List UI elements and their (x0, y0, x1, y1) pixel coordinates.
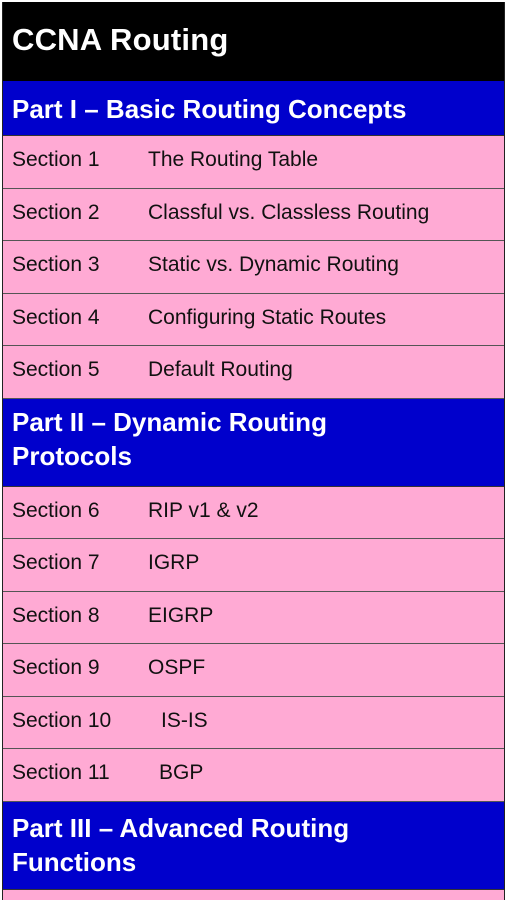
section-topic: IS-IS (161, 708, 208, 732)
page-title: CCNA Routing (3, 2, 504, 81)
section-number: Section 9 (12, 656, 100, 679)
section-row-8: Section 8 EIGRP (3, 591, 504, 644)
section-row-10: Section 10 IS-IS (3, 696, 504, 749)
section-topic: Static vs. Dynamic Routing (148, 253, 399, 276)
part-header-3: Part III – Advanced Routing Functions (3, 801, 504, 890)
part-header-2: Part II – Dynamic Routing Protocols (3, 398, 504, 487)
section-number: Section 5 (12, 358, 100, 381)
section-row-2: Section 2 Classful vs. Classless Routing (3, 188, 504, 241)
section-number: Section 2 (12, 200, 100, 224)
section-row-3: Section 3 Static vs. Dynamic Routing (3, 241, 504, 294)
section-number: Section 7 (12, 551, 100, 574)
section-row-4: Section 4 Configuring Static Routes (3, 293, 504, 346)
section-row-11: Section 11 BGP (3, 749, 504, 802)
section-row-1: Section 1 The Routing Table (3, 136, 504, 189)
section-number: Section 3 (12, 253, 100, 276)
section-number: Section 4 (12, 305, 100, 329)
section-row-partial (3, 889, 504, 900)
section-topic: EIGRP (148, 603, 214, 627)
part-header-1: Part I – Basic Routing Concepts (3, 81, 504, 136)
section-topic: Classful vs. Classless Routing (148, 200, 430, 224)
part-header-line: Functions (12, 846, 137, 877)
section-topic: The Routing Table (148, 148, 319, 171)
section-number: Section 1 (12, 148, 100, 171)
section-row-5: Section 5 Default Routing (3, 346, 504, 399)
section-number: Section 10 (12, 708, 112, 732)
part-header-line: Part II – Dynamic Routing (12, 406, 327, 437)
part-header-line: Part III – Advanced Routing (12, 812, 350, 843)
section-row-7: Section 7 IGRP (3, 539, 504, 592)
section-number: Section 6 (12, 498, 100, 522)
section-topic: Configuring Static Routes (148, 305, 387, 329)
section-topic: OSPF (148, 656, 206, 679)
section-topic: RIP v1 & v2 (148, 498, 259, 522)
section-number: Section 11 (12, 761, 110, 784)
part-header-line: Protocols (12, 440, 132, 471)
section-row-6: Section 6 RIP v1 & v2 (3, 486, 504, 539)
section-topic: BGP (159, 761, 204, 784)
section-row-9: Section 9 OSPF (3, 644, 504, 697)
section-number: Section 8 (12, 603, 100, 627)
section-topic: IGRP (148, 551, 200, 574)
section-topic: Default Routing (148, 358, 293, 381)
